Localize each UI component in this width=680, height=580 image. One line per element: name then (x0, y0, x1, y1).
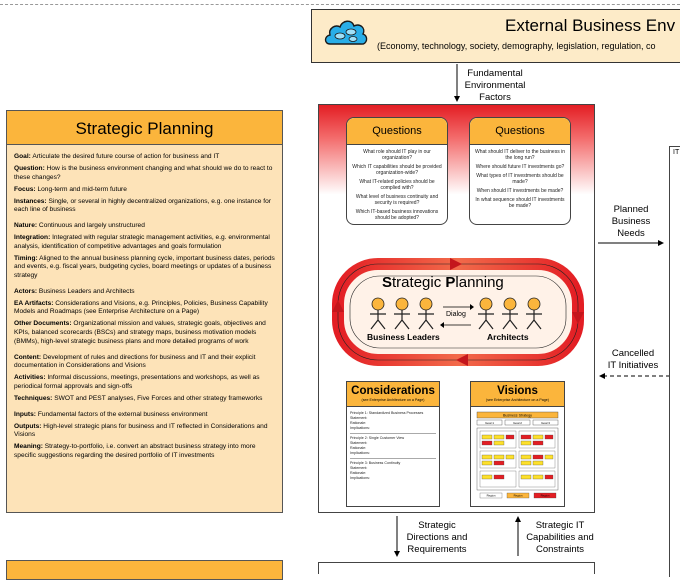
questions-title: Questions (470, 118, 570, 145)
questions-title: Questions (347, 118, 447, 145)
panel-description: Goal: Articulate the desired future cour… (14, 153, 276, 464)
questions-box-right: Questions What should IT deliver to the … (469, 117, 571, 225)
panel-item: Focus: Long-term and mid-term future (14, 185, 127, 193)
external-environment-subtitle: (Economy, technology, society, demograph… (377, 41, 656, 51)
panel-item: Techniques: SWOT and PEST analyses, Five… (14, 394, 263, 402)
principle-item: Principle 3: Business Continuity (350, 461, 401, 465)
question-item: What role should IT play in our organiza… (363, 149, 431, 161)
visions-box: Visions (see Enterprise Architecture on … (470, 381, 565, 507)
question-item: In what sequence should IT investments b… (475, 197, 565, 209)
considerations-box: Considerations (see Enterprise Architect… (346, 381, 440, 507)
panel-item: Goal: Articulate the desired future cour… (14, 153, 220, 160)
fundamental-factors-label: Fundamental Environmental Factors (464, 68, 526, 103)
panel-item: EA Artifacts: Considerations and Visions… (14, 299, 268, 316)
panel-item: Integration: Integrated with regular str… (14, 234, 270, 250)
external-environment-box (311, 9, 680, 63)
planning-cycle-loop (332, 258, 584, 366)
svg-text:Goal 2: Goal 2 (513, 421, 522, 425)
considerations-title: Considerations (351, 385, 435, 397)
svg-text:Goal 1: Goal 1 (485, 421, 494, 425)
question-item: Which IT-based business innovations shou… (355, 209, 439, 221)
panel-item: Actors: Business Leaders and Architects (14, 287, 135, 295)
question-item: Where should future IT investments go? (475, 164, 565, 170)
questions-box-left: Questions What role should IT play in ou… (346, 117, 448, 225)
question-item: When should IT investments be made? (476, 188, 564, 194)
architects-figures (478, 297, 542, 330)
next-panel-header (6, 560, 283, 580)
question-item: What should IT deliver to the business i… (475, 149, 565, 161)
portfolio-frame-edge (669, 146, 680, 577)
panel-item: Instances: Single, or several in highly … (14, 197, 271, 214)
svg-text:Business Strategy: Business Strategy (503, 414, 532, 418)
question-item: Which IT capabilities should be provided… (352, 164, 442, 176)
architects-label: Architects (487, 332, 529, 342)
panel-title: Strategic Planning (6, 110, 283, 145)
dialog-arrows (440, 304, 474, 328)
panel-item: Content: Development of rules and direct… (14, 353, 256, 370)
cloud-icon (324, 20, 368, 45)
panel-item: Nature: Continuous and largely unstructu… (14, 222, 145, 230)
boundary-line (0, 4, 680, 5)
panel-item: Meaning: Strategy-to-portfolio, i.e. con… (14, 443, 256, 459)
strategic-planning-panel (6, 110, 283, 513)
strategic-planning-title: Strategic Planning (382, 274, 504, 291)
principle-item: Principle 2: Single Customer View (350, 436, 405, 440)
panel-item: Timing: Aligned to the annual business p… (14, 254, 275, 279)
business-leaders-figures (370, 297, 434, 330)
business-capability-map: Business Strategy Goal 1 Goal 2 Goal 3 R… (476, 411, 559, 499)
question-item: What types of IT investments should be m… (476, 173, 564, 185)
portfolio-frame-label: IT (673, 149, 680, 156)
svg-text:Goal 3: Goal 3 (541, 421, 550, 425)
visions-subtitle: (see Enterprise Architecture on a Page) (486, 398, 549, 402)
considerations-subtitle: (see Enterprise Architecture on a Page) (361, 398, 425, 402)
svg-text:Region: Region (541, 494, 550, 498)
svg-text:Region: Region (514, 494, 523, 498)
visions-title: Visions (497, 385, 538, 397)
dialog-label: Dialog (446, 311, 466, 318)
panel-item: Activities: Informal discussions, meetin… (14, 374, 260, 390)
panel-item: Outputs: High-level strategic plans for … (14, 422, 268, 439)
question-item: What level of business continuity and se… (355, 194, 439, 206)
svg-text:Region: Region (487, 494, 496, 498)
question-item: What IT-related policies should be compl… (359, 179, 435, 191)
business-leaders-label: Business Leaders (367, 332, 440, 342)
next-diagram-frame (318, 562, 595, 574)
principle-item: Principle 1: Standardized Business Proce… (350, 411, 424, 415)
panel-item: Question: How is the business environmen… (14, 164, 273, 181)
panel-item: Inputs: Fundamental factors of the exter… (14, 410, 208, 418)
panel-item: Other Documents: Organizational mission … (14, 320, 266, 345)
external-environment-title: External Business Env (505, 16, 676, 35)
